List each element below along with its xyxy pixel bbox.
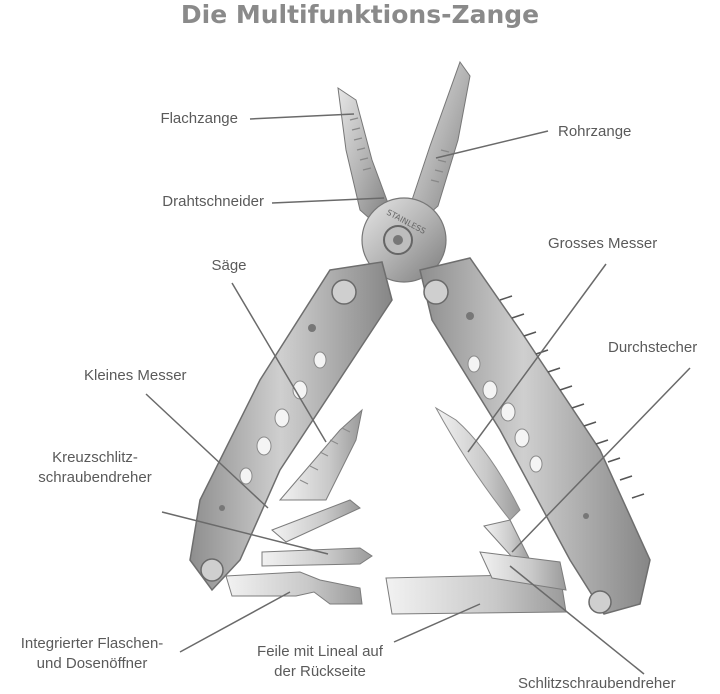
label-drahtschneider: Drahtschneider bbox=[162, 193, 264, 210]
leader-feile bbox=[393, 603, 481, 643]
label-flaschen-line2: und Dosenöffner bbox=[36, 655, 148, 672]
leader-flachzange bbox=[249, 113, 355, 120]
leader-rohrzange bbox=[435, 130, 549, 159]
bottle-can-opener bbox=[225, 571, 363, 605]
leader-kleines-messer bbox=[145, 393, 269, 509]
leader-flaschen bbox=[179, 591, 291, 653]
leader-durchstecher bbox=[511, 367, 691, 553]
label-kreuzschlitz: Kreuzschlitz- schraubendreher bbox=[14, 448, 176, 488]
leader-drahtschneider bbox=[271, 197, 385, 204]
label-feile-line1: Feile mit Lineal auf bbox=[257, 643, 383, 660]
label-flaschen: Integrierter Flaschen- und Dosenöffner bbox=[0, 634, 184, 674]
label-durchstecher: Durchstecher bbox=[608, 339, 698, 356]
label-kleines-messer: Kleines Messer bbox=[84, 367, 187, 384]
label-feile-line2: der Rückseite bbox=[274, 663, 366, 680]
leader-saege bbox=[231, 282, 327, 443]
left-handle bbox=[189, 261, 393, 592]
label-feile: Feile mit Lineal auf der Rückseite bbox=[236, 642, 404, 682]
label-schlitz: Schlitzschraubendreher bbox=[518, 675, 676, 692]
small-knife-blade bbox=[271, 499, 361, 543]
leader-lines bbox=[145, 113, 691, 675]
label-kreuzschlitz-line2: schraubendreher bbox=[38, 469, 152, 486]
label-rohrzange: Rohrzange bbox=[558, 123, 632, 140]
pivot-hub: STAINLESS bbox=[361, 197, 447, 283]
label-flachzange: Flachzange bbox=[160, 110, 238, 127]
label-flaschen-line1: Integrierter Flaschen- bbox=[20, 635, 164, 652]
label-kreuzschlitz-line1: Kreuzschlitz- bbox=[52, 449, 138, 466]
flat-screwdriver bbox=[479, 551, 567, 591]
leader-kreuzschlitz bbox=[161, 511, 329, 555]
label-grosses-messer: Grosses Messer bbox=[548, 235, 658, 252]
page-title: Die Multifunktions-Zange bbox=[180, 0, 540, 29]
saw-blade bbox=[278, 408, 363, 501]
leader-grosses-messer bbox=[467, 263, 607, 453]
label-saege: Säge bbox=[211, 257, 247, 274]
large-knife-blade bbox=[434, 406, 521, 521]
leader-schlitz bbox=[509, 565, 645, 675]
phillips-screwdriver bbox=[261, 547, 373, 567]
